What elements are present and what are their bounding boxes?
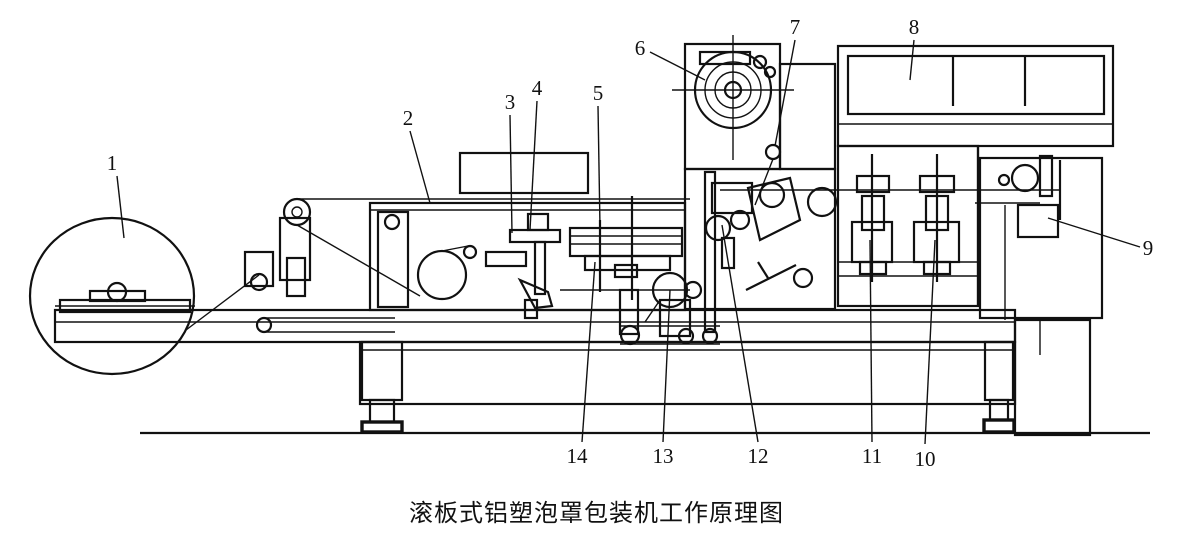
part-label-11: 11 [862, 444, 882, 468]
forming-assembly [508, 196, 684, 300]
lower-drive [560, 271, 720, 346]
part-label-1: 1 [107, 151, 118, 175]
part-label-8: 8 [909, 15, 920, 39]
part-label-3: 3 [505, 90, 516, 114]
film-guide [185, 197, 690, 334]
part-label-7: 7 [790, 15, 801, 39]
control-cabinet [836, 44, 1115, 308]
part-label-14: 14 [567, 444, 589, 468]
part-label-9: 9 [1143, 236, 1154, 260]
part-label-10: 10 [915, 447, 936, 471]
film-reel [28, 216, 196, 376]
part-label-4: 4 [532, 76, 543, 100]
foil-tower [672, 35, 837, 311]
part-label-13: 13 [653, 444, 674, 468]
part-labels: 1 2 3 4 5 6 7 8 9 10 11 12 13 14 [107, 15, 1154, 471]
machine-bed [53, 308, 1092, 437]
discharge-station [975, 154, 1104, 320]
heater-box [458, 151, 590, 195]
part-label-2: 2 [403, 106, 414, 130]
diagram-caption: 滚板式铝塑泡罩包装机工作原理图 [409, 499, 784, 527]
part-label-12: 12 [748, 444, 769, 468]
cutting-units [850, 154, 961, 282]
part-label-6: 6 [635, 36, 646, 60]
part-label-5: 5 [593, 81, 604, 105]
